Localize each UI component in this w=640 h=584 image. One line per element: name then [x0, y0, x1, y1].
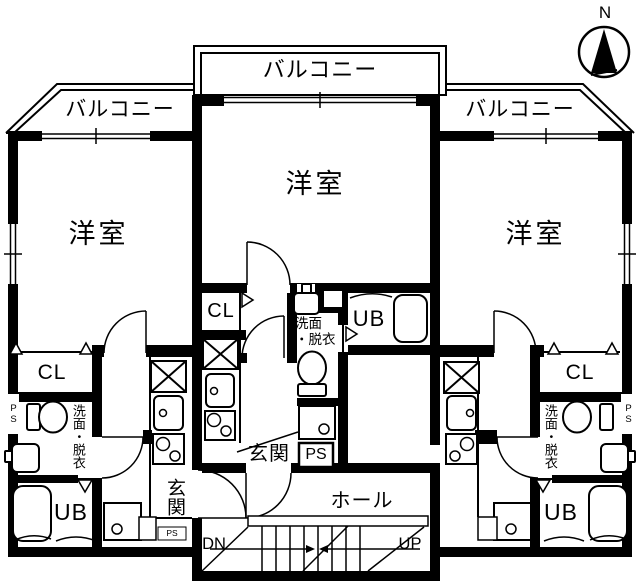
pipe-space-left-label: PS — [7, 403, 19, 425]
bath-right-label: UB — [544, 498, 578, 525]
kitchen-sink-left — [153, 395, 184, 431]
shaft-x-center — [202, 338, 239, 370]
stove-left — [152, 433, 185, 465]
bathtub-right — [588, 485, 628, 542]
hall-label: ホール — [330, 489, 394, 512]
door-hall-left-unit — [197, 469, 247, 519]
door-hall-center-unit — [245, 472, 292, 519]
compass — [577, 25, 631, 79]
shaft-x-right — [443, 361, 480, 394]
room-right-label: 洋室 — [505, 218, 566, 249]
walls — [8, 95, 632, 581]
bathtub-center — [393, 294, 428, 343]
closet-center-label: CL — [207, 299, 235, 322]
balcony-right-label: バルコニー — [465, 97, 575, 121]
fold-left-ub — [76, 479, 94, 494]
ps-box-center — [297, 441, 335, 469]
room-center-label: 洋室 — [285, 168, 346, 199]
washroom-center-label: 洗面 ・脱衣 — [295, 315, 336, 347]
pipe-space-center-label: PS — [305, 445, 327, 463]
toilet-center — [297, 350, 327, 397]
washroom-right-label: 洗面・脱衣 — [542, 403, 558, 469]
step-right — [477, 516, 498, 541]
fold-center-cl — [241, 291, 255, 309]
door-left-room — [103, 310, 147, 354]
pipe-space-small-left-label: PS — [166, 528, 178, 539]
curtain-curves — [14, 293, 627, 542]
window-top-left — [42, 128, 150, 144]
bathtub-left — [12, 485, 52, 542]
windows — [4, 92, 636, 284]
toilet-right — [562, 400, 614, 434]
pipe-space-right-label: PS — [622, 403, 634, 425]
shaft-x-left — [150, 360, 187, 393]
window-top-right — [494, 128, 598, 144]
door-center-corridor — [241, 315, 285, 359]
entrance-left-label: 玄関 — [163, 478, 185, 516]
wall-box — [324, 291, 342, 307]
washer-pan-center — [298, 405, 336, 440]
balcony-right-rail — [446, 83, 635, 134]
kitchen-sink-center — [205, 373, 235, 408]
window-right-wall — [618, 224, 636, 284]
washbasin-right — [600, 443, 636, 473]
washer-pan-right — [493, 502, 532, 541]
closet-left-label: CL — [37, 360, 67, 384]
balcony-center-label: バルコニー — [262, 57, 378, 83]
bath-center-label: UB — [352, 306, 386, 332]
entrance-step-line — [236, 431, 299, 453]
washbasin-left — [4, 443, 40, 473]
washbasin-center — [293, 283, 320, 315]
kitchen-sink-right — [446, 395, 477, 431]
door-right-room — [493, 310, 537, 354]
door-right-washroom — [496, 436, 539, 479]
toilet-left — [26, 400, 68, 434]
stove-right — [445, 433, 478, 465]
fold-right-ub — [534, 479, 552, 494]
stairs-down-label: DN — [202, 535, 226, 554]
compass-needle-icon — [591, 29, 617, 73]
entrance-center-label: 玄関 — [248, 442, 290, 465]
fold-center-ub — [345, 325, 359, 343]
compass-north-label: N — [598, 3, 612, 23]
balcony-left-rail — [5, 83, 194, 134]
room-left-label: 洋室 — [68, 218, 129, 249]
balcony-left-label: バルコニー — [65, 97, 175, 121]
step-left — [138, 516, 157, 541]
stairs — [201, 515, 429, 572]
door-left-washroom — [101, 436, 144, 479]
ps-niche-right — [621, 394, 632, 434]
ps-niche-left — [8, 394, 19, 434]
stove-center — [204, 410, 236, 441]
folding-door-marks — [8, 291, 620, 494]
washroom-left-label: 洗面・脱衣 — [70, 403, 86, 469]
bath-left-label: UB — [54, 498, 88, 525]
door-center-room — [246, 241, 291, 286]
stairs-up-label: UP — [398, 535, 422, 554]
fixtures — [4, 283, 636, 542]
window-left-wall — [4, 224, 22, 284]
ps-small-box-left — [157, 526, 187, 541]
washer-pan-left — [103, 502, 142, 541]
closet-right-label: CL — [565, 360, 595, 384]
doors — [101, 241, 539, 519]
window-top-center — [224, 92, 416, 108]
